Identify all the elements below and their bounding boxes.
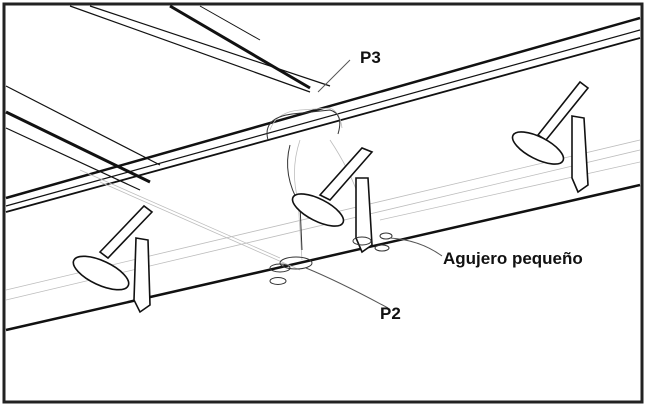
leader-lines [305,59,443,309]
screw-left [72,204,154,314]
p2-leader [305,267,389,309]
p3-leader [317,59,351,93]
background-frame-boards [5,4,331,191]
label-p3: P3 [360,48,381,67]
label-small-hole: Agujero pequeño [443,249,583,268]
screw-right [511,80,590,194]
main-board [5,16,641,332]
holes [269,232,393,285]
screw-middle [291,147,374,254]
label-p2: P2 [380,304,401,323]
small-hole-leader [389,237,443,257]
